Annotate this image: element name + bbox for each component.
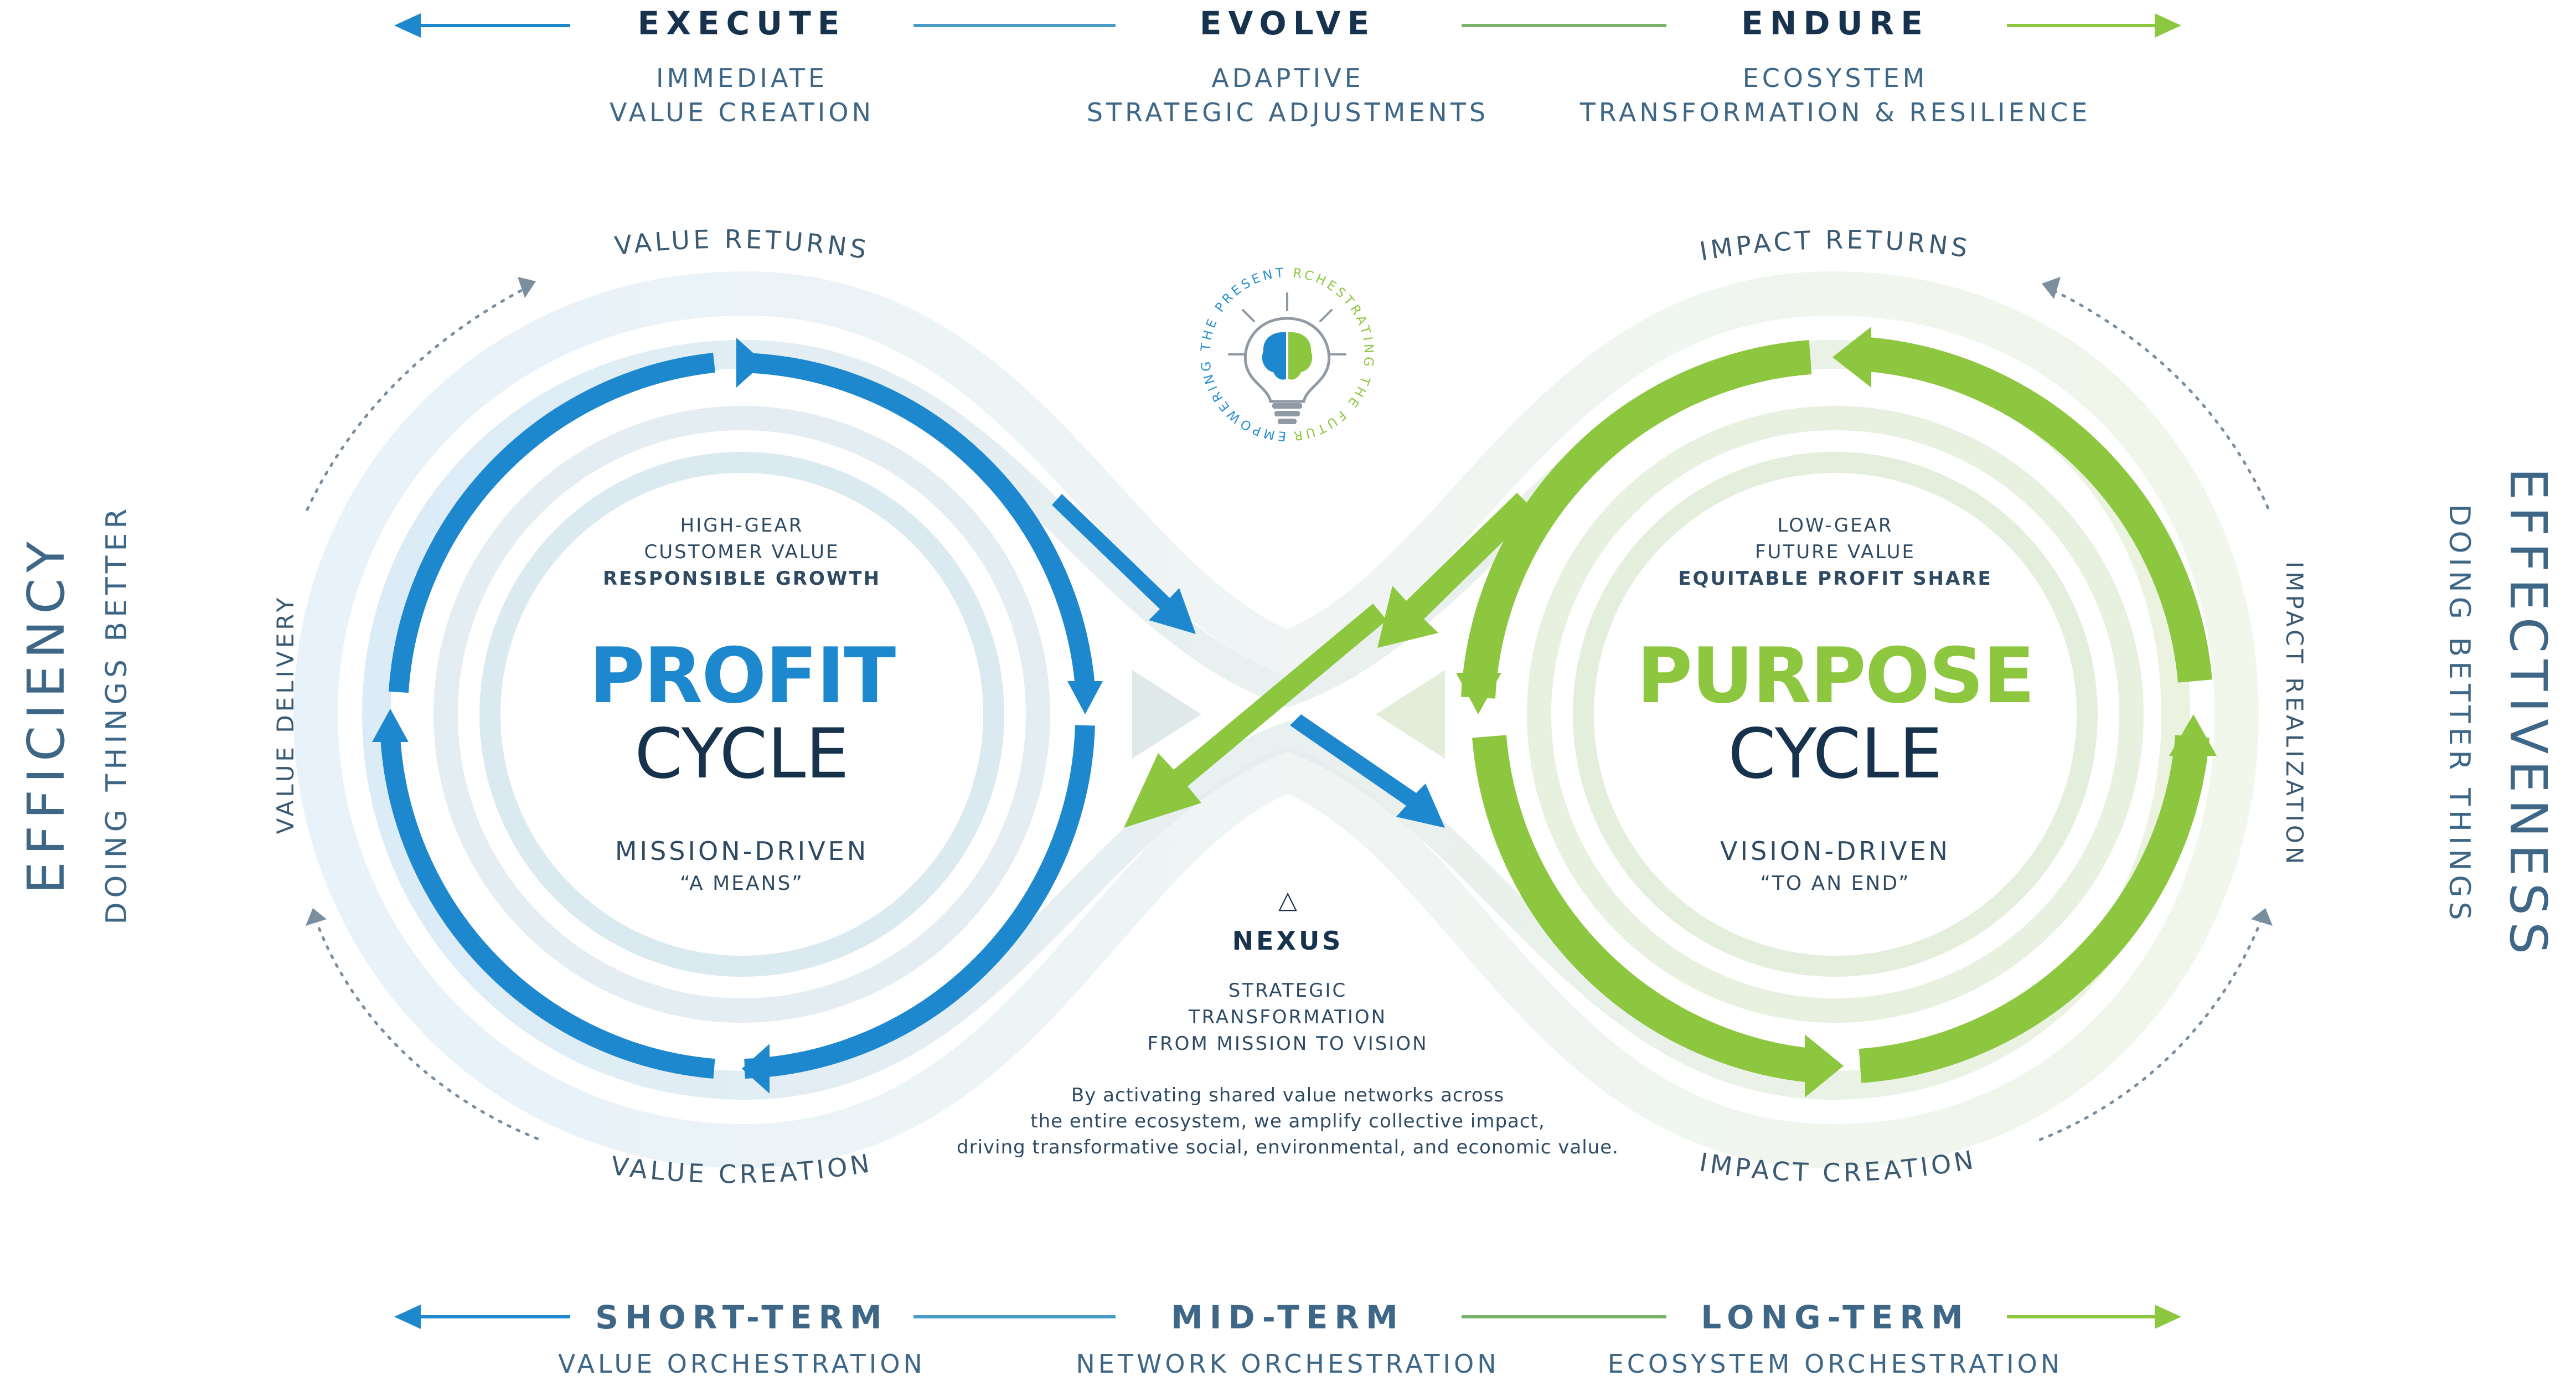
purpose-note-value: FUTURE VALUE [1755, 541, 1916, 563]
horizon-short-term-subtitle: VALUE ORCHESTRATION [558, 1349, 926, 1379]
dotted-guide-heads [306, 277, 2273, 926]
nexus-sub-line-3: FROM MISSION TO VISION [1147, 1033, 1428, 1055]
profit-note-growth: RESPONSIBLE GROWTH [602, 568, 881, 590]
nexus-title: NEXUS [1232, 926, 1344, 956]
cross-arrow-blue-upper [1052, 494, 1196, 634]
purpose-arrowheads [1456, 327, 2217, 1097]
dotted-guides [306, 286, 2272, 1142]
nexus-body-line-2: the entire ecosystem, we amplify collect… [1030, 1110, 1545, 1132]
phase-execute-sub-line-1: IMMEDIATE [655, 63, 828, 93]
phase-execute-sub-line-2: VALUE CREATION [609, 97, 874, 127]
footer-arrow-left [394, 1305, 421, 1329]
side-left-main: EFFICIENCY [17, 535, 76, 894]
phase-endure-sub-line-2: TRANSFORMATION & RESILIENCE [1579, 97, 2091, 127]
profit-ring-inner [479, 452, 1004, 977]
phase-endure-subtitle: ECOSYSTEM TRANSFORMATION & RESILIENCE [1558, 61, 2112, 130]
label-value-delivery: VALUE DELIVERY [272, 595, 299, 834]
purpose-cycle-quote: “TO AN END” [1760, 872, 1911, 895]
profit-arc-bottom [744, 725, 1095, 1079]
profit-arc-right [741, 353, 1095, 688]
horizon-long-term-title: LONG-TERM [1701, 1298, 1970, 1336]
nexus-sub-line-1: STRATEGIC [1228, 980, 1348, 1002]
horizon-long-term-subtitle: ECOSYSTEM ORCHESTRATION [1607, 1349, 2063, 1379]
header-arrow-right [2155, 13, 2181, 38]
profit-cycle-quote: “A MEANS” [680, 872, 804, 895]
nexus-triangle-icon: △ [1278, 886, 1297, 914]
brain-left-icon [1262, 332, 1286, 380]
phase-evolve-title: EVOLVE [1199, 4, 1376, 42]
purpose-ring-outer [1527, 406, 2144, 1023]
purpose-arc-bottom [1472, 735, 1818, 1083]
horizon-short-term-title: SHORT-TERM [595, 1298, 889, 1336]
profit-cycle-driver: MISSION-DRIVEN [615, 836, 869, 866]
cross-arrow-green-upper [1377, 493, 1535, 648]
phase-evolve-sub-line-2: STRATEGIC ADJUSTMENTS [1086, 97, 1489, 127]
cross-arrow-blue-lower [1290, 714, 1445, 828]
nexus-triangle-right [1376, 670, 1445, 759]
profit-note-gear: HIGH-GEAR [680, 514, 804, 537]
profit-note-value: CUSTOMER VALUE [644, 541, 840, 563]
horizon-mid-term-title: MID-TERM [1171, 1298, 1405, 1336]
footer-arrow-right [2155, 1305, 2181, 1329]
horizon-mid-term-subtitle: NETWORK ORCHESTRATION [1076, 1349, 1500, 1379]
profit-cycle-title-top: PROFIT [588, 631, 896, 720]
profit-cycle-arrows [380, 353, 1095, 1079]
phase-evolve-subtitle: ADAPTIVE STRATEGIC ADJUSTMENTS [1039, 61, 1537, 130]
nexus-sub-line-2: TRANSFORMATION [1188, 1006, 1387, 1028]
side-left-sub: DOING THINGS BETTER [100, 504, 133, 924]
nexus-subtitle: STRATEGIC TRANSFORMATION FROM MISSION TO… [1122, 977, 1454, 1057]
label-impact-returns: IMPACT RETURNS [1697, 225, 1973, 267]
purpose-arc-top [1867, 337, 2212, 683]
side-right-main: EFFECTIVENESS [2498, 468, 2558, 961]
profit-cycle-notes: HIGH-GEAR CUSTOMER VALUE RESPONSIBLE GRO… [576, 512, 908, 592]
purpose-cycle-driver: VISION-DRIVEN [1720, 836, 1950, 866]
cross-arrow-green-lower [1124, 604, 1387, 828]
profit-arrowheads [372, 338, 1103, 1094]
phase-execute-subtitle: IMMEDIATE VALUE CREATION [520, 61, 963, 130]
purpose-arc-left [1461, 340, 1812, 699]
header-arrow-left [394, 13, 421, 38]
purpose-cycle-notes: LOW-GEAR FUTURE VALUE EQUITABLE PROFIT S… [1669, 512, 2001, 592]
label-impact-realization: IMPACT REALIZATION [2281, 561, 2308, 868]
label-value-returns: VALUE RETURNS [613, 224, 871, 265]
profit-ring-outer [433, 406, 1050, 1023]
phase-endure-sub-line-1: ECOSYSTEM [1742, 63, 1928, 93]
purpose-cycle-arrows [1461, 337, 2212, 1083]
brain-right-icon [1288, 332, 1313, 380]
phase-evolve-sub-line-1: ADAPTIVE [1211, 63, 1364, 93]
nexus-body-line-1: By activating shared value networks acro… [1071, 1084, 1505, 1106]
purpose-cycle-title-bottom: CYCLE [1728, 714, 1943, 794]
infinity-outer-band [293, 271, 2259, 1169]
profit-arc-top [389, 353, 715, 693]
phase-execute-title: EXECUTE [637, 4, 846, 42]
profit-arc-left [380, 735, 715, 1079]
purpose-note-gear: LOW-GEAR [1777, 514, 1893, 537]
profit-cycle-title-bottom: CYCLE [634, 714, 849, 794]
purpose-arc-right [1859, 735, 2210, 1083]
side-right-sub: DOING BETTER THINGS [2443, 504, 2476, 924]
purpose-cycle-title-top: PURPOSE [1637, 631, 2035, 720]
nexus-body: By activating shared value networks acro… [928, 1083, 1648, 1161]
nexus-triangle-left [1132, 670, 1201, 759]
phase-endure-title: ENDURE [1741, 4, 1929, 42]
purpose-ring-inner [1573, 452, 2098, 977]
nexus-body-line-3: driving transformative social, environme… [957, 1136, 1619, 1158]
purpose-note-share: EQUITABLE PROFIT SHARE [1678, 568, 1992, 590]
